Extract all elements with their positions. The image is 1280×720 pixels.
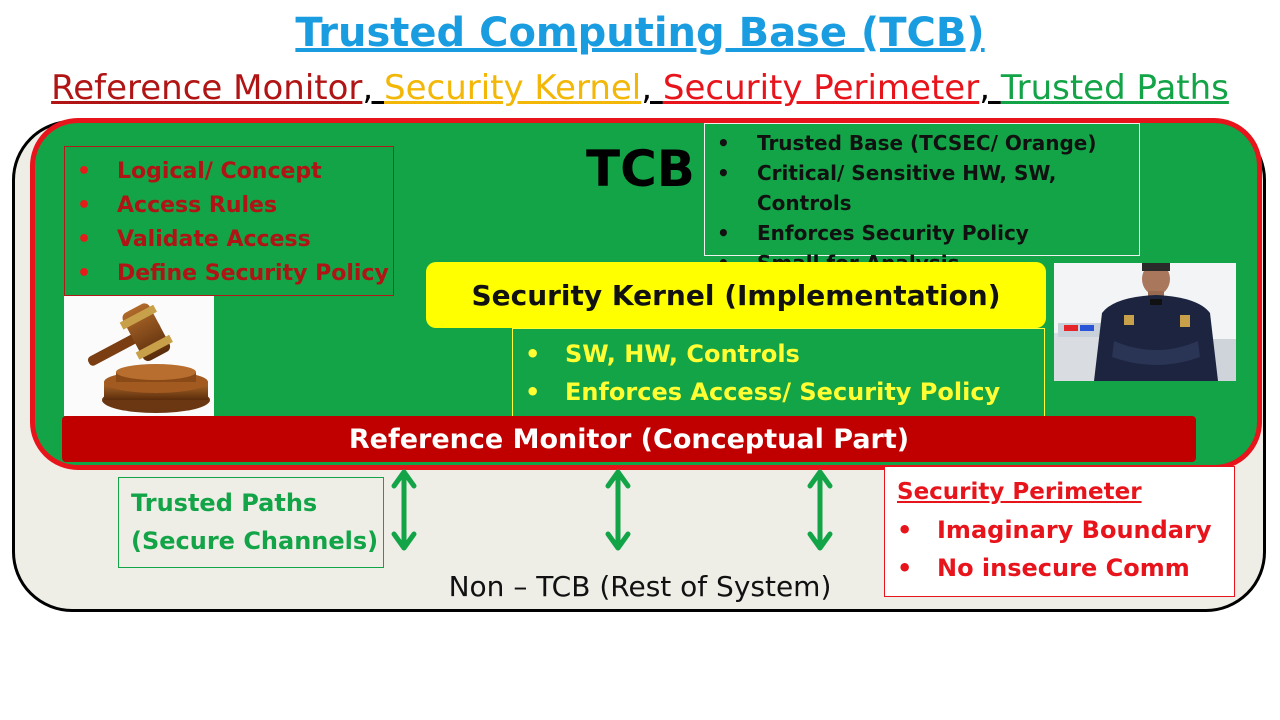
list-item: Imaginary Boundary	[885, 511, 1234, 549]
list-item: Enforces Access/ Security Policy	[513, 373, 1044, 411]
security-perimeter-title: Security Perimeter	[897, 479, 1234, 505]
tcb-description-box: Trusted Base (TCSEC/ Orange) Critical/ S…	[704, 123, 1140, 256]
kernel-description-list: SW, HW, Controls Enforces Access/ Securi…	[513, 335, 1044, 411]
non-tcb-label: Non – TCB (Rest of System)	[0, 570, 1280, 603]
list-item: Define Security Policy	[65, 257, 393, 291]
security-kernel-bar: Security Kernel (Implementation)	[426, 262, 1046, 328]
logical-concept-list: Logical/ Concept Access Rules Validate A…	[65, 155, 393, 291]
police-officer-icon	[1054, 263, 1236, 381]
subtitle-segment: ,	[362, 68, 384, 108]
tcb-description-list: Trusted Base (TCSEC/ Orange) Critical/ S…	[705, 128, 1139, 278]
subtitle-segment: Reference Monitor	[51, 68, 362, 108]
subtitle-segment: Security Kernel	[384, 68, 641, 108]
tcb-label: TCB	[586, 140, 695, 198]
list-item: Logical/ Concept	[65, 155, 393, 189]
list-item: Critical/ Sensitive HW, SW, Controls	[705, 158, 1139, 218]
subtitle-segment: ,	[641, 68, 663, 108]
list-item: Access Rules	[65, 189, 393, 223]
gavel-icon	[64, 296, 214, 416]
subtitle-segment: Trusted Paths	[1001, 68, 1229, 108]
trusted-paths-box: Trusted Paths (Secure Channels)	[118, 477, 384, 568]
kernel-description-box: SW, HW, Controls Enforces Access/ Securi…	[512, 328, 1045, 418]
list-item: Trusted Base (TCSEC/ Orange)	[705, 128, 1139, 158]
list-item: SW, HW, Controls	[513, 335, 1044, 373]
list-item: Validate Access	[65, 223, 393, 257]
trusted-paths-subtitle: (Secure Channels)	[131, 522, 383, 560]
logical-concept-box: Logical/ Concept Access Rules Validate A…	[64, 146, 394, 296]
list-item: Enforces Security Policy	[705, 218, 1139, 248]
reference-monitor-bar: Reference Monitor (Conceptual Part)	[62, 416, 1196, 462]
subtitle-segment: Security Perimeter	[663, 68, 979, 108]
page-title: Trusted Computing Base (TCB)	[0, 10, 1280, 56]
subtitle-segment: ,	[979, 68, 1001, 108]
trusted-paths-title: Trusted Paths	[131, 484, 383, 522]
page-subtitle: Reference Monitor, Security Kernel, Secu…	[0, 68, 1280, 108]
